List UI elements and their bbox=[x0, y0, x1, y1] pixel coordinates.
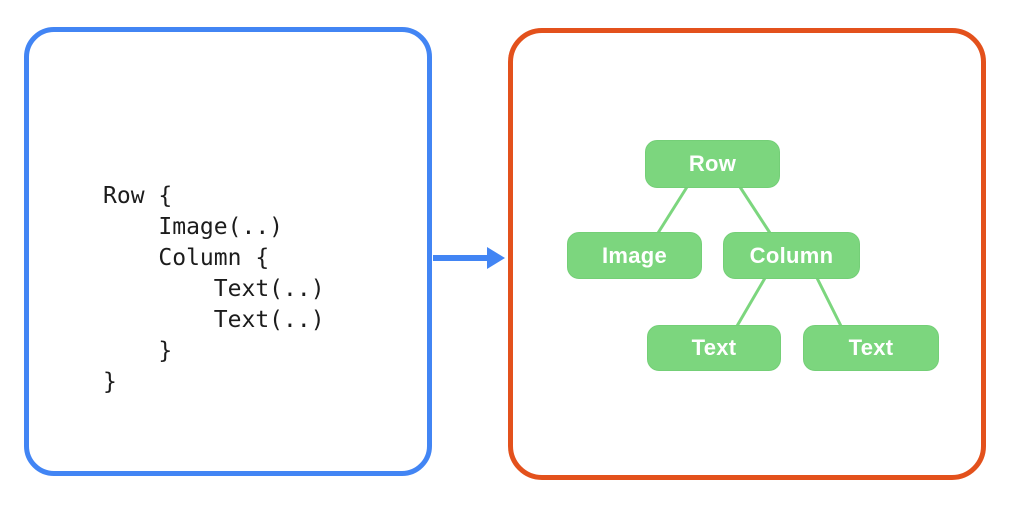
tree-node-image: Image bbox=[567, 232, 702, 279]
tree-node-column: Column bbox=[723, 232, 860, 279]
tree-panel: Row Image Column Text Text bbox=[508, 28, 986, 480]
tree-node-text-1: Text bbox=[647, 325, 781, 371]
tree-node-row: Row bbox=[645, 140, 780, 188]
code-panel: Row { Image(..) Column { Text(..) Text(.… bbox=[24, 27, 432, 476]
code-snippet: Row { Image(..) Column { Text(..) Text(.… bbox=[103, 183, 325, 395]
tree-node-text-2: Text bbox=[803, 325, 939, 371]
right-arrow-icon bbox=[433, 247, 505, 269]
tree-edges bbox=[656, 186, 843, 327]
